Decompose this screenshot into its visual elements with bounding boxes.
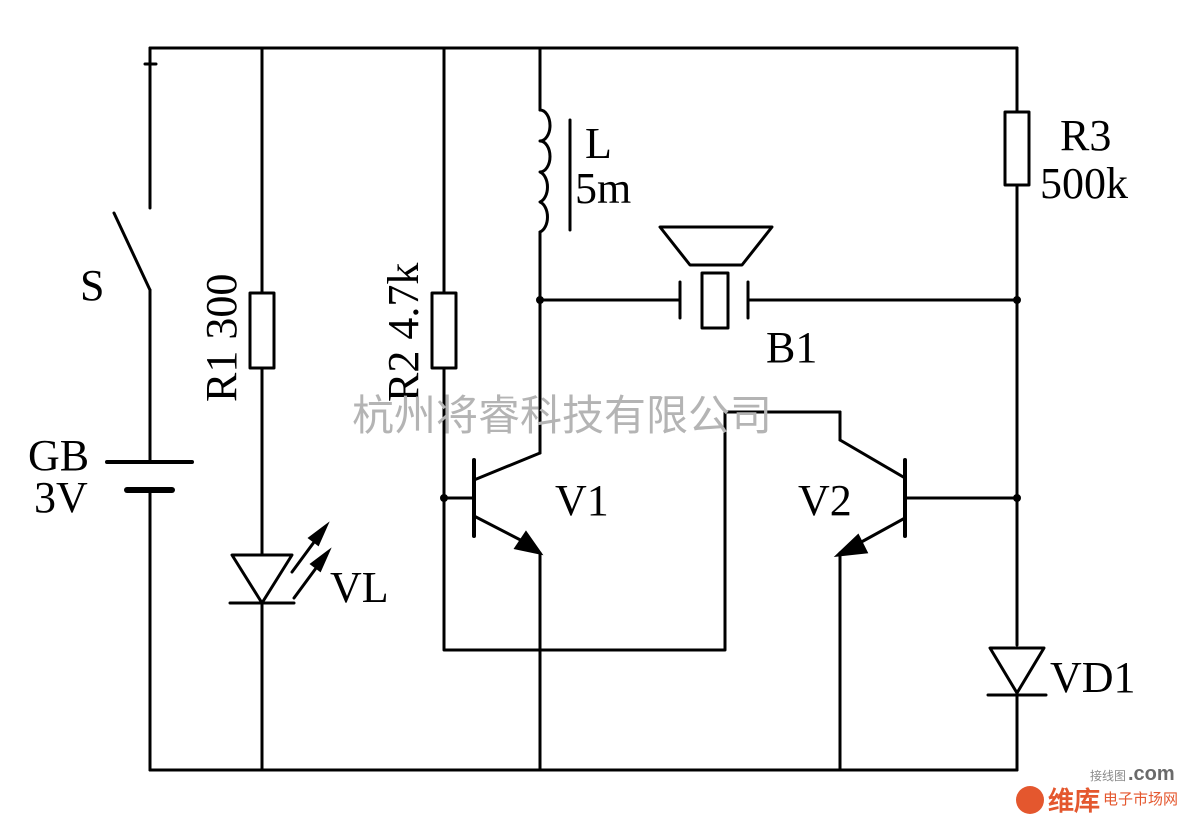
battery-gb xyxy=(105,460,194,493)
corner-logo: 维库 电子市场网 .com 接线图 xyxy=(1016,763,1178,817)
r2-bottom-wire xyxy=(442,366,842,652)
label-r1: R1 300 xyxy=(197,274,246,402)
resistor-r3 xyxy=(1003,110,1031,187)
buzzer-crystal xyxy=(700,271,730,330)
plus-mark xyxy=(143,56,158,72)
switch-s xyxy=(112,211,152,292)
v1-collector-leg xyxy=(472,451,542,482)
junction-dot xyxy=(1013,296,1021,304)
switch-lever xyxy=(112,211,152,292)
labels: S GB 3V R1 300 R2 4.7k L 5m R3 500k B1 V… xyxy=(28,111,1136,702)
led-ray-1-head xyxy=(307,521,330,547)
buzzer-b1 xyxy=(658,225,774,330)
v2-emitter-arrow xyxy=(833,533,869,557)
label-r2: R2 4.7k xyxy=(379,263,428,402)
resistor-r1 xyxy=(248,291,276,370)
watermark-text: 杭州将睿科技有限公司 xyxy=(352,391,772,440)
logo-sub: 电子市场网 xyxy=(1103,790,1178,808)
label-gb: GB xyxy=(28,431,89,480)
junction-dot xyxy=(440,494,448,502)
watermark-site-small: 接线图 xyxy=(1090,768,1126,783)
logo-dotcom: .com xyxy=(1128,763,1175,785)
transistor-v1 xyxy=(472,451,544,556)
transistor-v2 xyxy=(833,438,907,557)
diode-vd1 xyxy=(986,646,1048,697)
v2-collector-leg xyxy=(838,438,907,480)
inductor-l xyxy=(538,108,572,234)
led-vl xyxy=(228,521,332,605)
logo-brand: 维库 xyxy=(1048,786,1100,817)
label-l: L xyxy=(585,119,612,168)
label-3v: 3V xyxy=(34,473,88,522)
label-5m: 5m xyxy=(575,164,631,213)
label-vd1: VD1 xyxy=(1050,653,1136,702)
speaker-cone xyxy=(658,225,774,267)
label-v2: V2 xyxy=(798,476,852,525)
logo-icon xyxy=(1016,786,1044,814)
resistor-r2 xyxy=(430,291,458,370)
label-s: S xyxy=(80,261,104,310)
label-b1: B1 xyxy=(766,323,817,372)
label-r3: R3 xyxy=(1060,111,1111,160)
inductor-coil xyxy=(538,108,552,234)
led-ray-2-head xyxy=(309,547,332,573)
junction-dot xyxy=(1013,494,1021,502)
label-vl: VL xyxy=(330,563,389,612)
junction-dot xyxy=(536,296,544,304)
led-triangle xyxy=(230,553,294,605)
wires xyxy=(143,46,1021,772)
label-v1: V1 xyxy=(555,476,609,525)
diode-triangle xyxy=(988,646,1046,695)
v1-emitter-arrow xyxy=(513,530,544,556)
label-500k: 500k xyxy=(1040,159,1128,208)
